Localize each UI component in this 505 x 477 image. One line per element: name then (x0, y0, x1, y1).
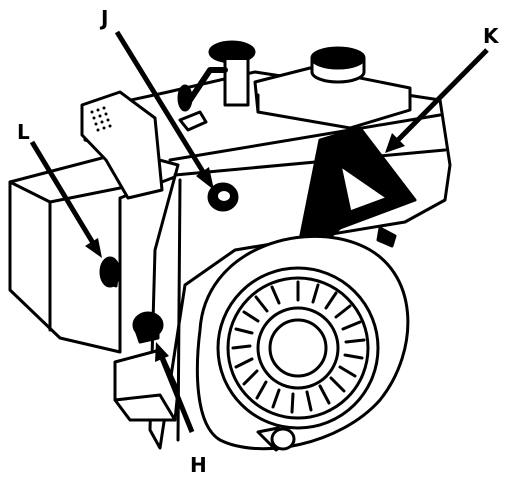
callout-label-h: H (190, 453, 207, 477)
fuel-cap[interactable] (310, 46, 366, 84)
muffler-guard (80, 90, 164, 200)
choke-knob[interactable] (99, 256, 121, 288)
primer-button[interactable] (207, 182, 239, 212)
fuel-tank (253, 66, 412, 130)
callout-arrow-j (114, 30, 214, 190)
oil-fill-fitting (177, 40, 256, 132)
callout-arrow-l (29, 140, 102, 258)
crankshaft-end (256, 426, 296, 452)
recoil-starter[interactable] (195, 234, 410, 451)
callout-label-k: K (483, 24, 499, 48)
callout-arrow-k (385, 48, 489, 153)
callout-label-j: J (101, 6, 109, 30)
callout-label-l: L (17, 120, 30, 144)
carry-handle[interactable] (298, 126, 417, 250)
drain-plug[interactable] (132, 311, 164, 344)
side-bolt (376, 226, 397, 248)
callout-arrow-h (155, 342, 195, 433)
